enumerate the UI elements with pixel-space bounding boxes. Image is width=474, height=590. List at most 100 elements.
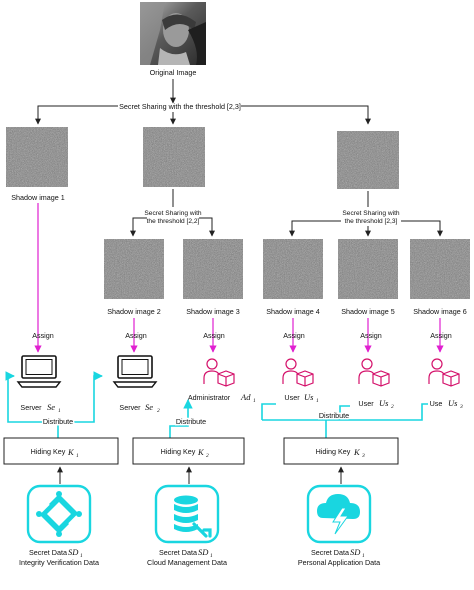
- distribute-arrow-to-admin: [169, 399, 193, 438]
- svg-text:Us: Us: [448, 398, 458, 408]
- svg-text:SD: SD: [350, 547, 361, 557]
- entity-label-1: Server Se 1: [20, 402, 61, 414]
- secret-label-3: Secret Data SD 1 Personal Application Da…: [298, 547, 380, 567]
- database-wrench-icon: [154, 484, 220, 544]
- svg-text:User: User: [358, 399, 374, 408]
- svg-text:Hiding Key: Hiding Key: [316, 447, 351, 456]
- svg-text:K: K: [353, 447, 361, 457]
- distribute-line-user-3: [262, 403, 428, 421]
- secret-label-1: Secret Data SD 1 Integrity Verification …: [19, 547, 99, 567]
- shadow-noise: [183, 239, 243, 299]
- svg-text:1: 1: [76, 453, 79, 459]
- svg-text:Cloud Management Data: Cloud Management Data: [147, 558, 227, 567]
- arrow-to-shadow-6: [401, 220, 443, 237]
- svg-text:Se: Se: [145, 402, 153, 412]
- arrow-to-shadow-3: [199, 217, 215, 237]
- sharing-mid-line2: the threshold [2,2]: [147, 218, 200, 225]
- svg-text:1: 1: [80, 553, 83, 559]
- distribute-line-user-2: [339, 405, 350, 420]
- sharing-top-label: Secret Sharing with the threshold [2,3]: [119, 102, 241, 111]
- assign-label-3: Assign: [203, 331, 225, 340]
- distribute-label-2: Distribute: [176, 417, 206, 426]
- distribute-line-user-1: [261, 403, 276, 420]
- svg-text:1: 1: [316, 398, 319, 404]
- svg-text:Hiding Key: Hiding Key: [31, 447, 66, 456]
- shadow-label-4: Shadow image 4: [266, 307, 320, 316]
- arrow-to-shadow-1: [35, 105, 118, 125]
- cloud-lightning-icon: [306, 484, 372, 544]
- entity-label-3: Administrator Ad 1: [188, 392, 256, 404]
- svg-text:1: 1: [362, 553, 365, 559]
- hiding-key-box-1: Hiding Key K 1: [3, 437, 119, 465]
- sharing-right-line1: Secret Sharing with: [342, 210, 400, 217]
- shadow-noise: [263, 239, 323, 299]
- svg-text:1: 1: [253, 398, 256, 404]
- computer-icon: [16, 355, 62, 388]
- svg-text:Se: Se: [47, 402, 55, 412]
- assign-label-4: Assign: [283, 331, 305, 340]
- user-box-icon: [282, 358, 314, 387]
- diamond-chain-icon: [26, 484, 92, 544]
- user-box-icon: [428, 358, 460, 387]
- svg-text:Us: Us: [304, 392, 314, 402]
- svg-text:Ad: Ad: [240, 392, 251, 402]
- arrow-to-shadow-2: [130, 217, 147, 237]
- hiding-key-box-2: Hiding Key K 2: [132, 437, 245, 465]
- original-image: [140, 2, 206, 65]
- svg-text:Use: Use: [430, 399, 443, 408]
- svg-text:2: 2: [206, 453, 209, 459]
- shadow-noise: [143, 127, 205, 187]
- original-image-label: Original Image: [150, 68, 197, 77]
- distribute-arrow-to-server-1: [5, 371, 58, 423]
- svg-text:K: K: [197, 447, 205, 457]
- shadow-noise: [104, 239, 164, 299]
- distribute-label-3: Distribute: [319, 411, 349, 420]
- hiding-key-box-3: Hiding Key K 3: [283, 437, 399, 465]
- distribute-label-1: Distribute: [43, 417, 73, 426]
- sharing-right-line2: the threshold [2,3]: [345, 218, 398, 225]
- shadow-noise: [337, 131, 399, 189]
- entity-label-5: User Us 2: [358, 398, 394, 410]
- assign-label-2: Assign: [125, 331, 147, 340]
- svg-text:2: 2: [391, 404, 394, 410]
- computer-icon: [112, 355, 158, 388]
- svg-text:2: 2: [157, 408, 160, 414]
- shadow-label-3: Shadow image 3: [186, 307, 240, 316]
- arrow-to-shadow-right: [241, 105, 371, 125]
- sharing-mid-line1: Secret Sharing with: [144, 210, 202, 217]
- secret-label-2: Secret Data SD 1 Cloud Management Data: [147, 547, 227, 567]
- svg-text:SD: SD: [198, 547, 209, 557]
- svg-text:Server: Server: [20, 403, 42, 412]
- shadow-noise: [410, 239, 470, 299]
- svg-text:Server: Server: [119, 403, 141, 412]
- shadow-label-6: Shadow image 6: [413, 307, 467, 316]
- svg-text:Us: Us: [379, 398, 389, 408]
- assign-label-6: Assign: [430, 331, 452, 340]
- user-box-icon: [203, 358, 235, 387]
- svg-text:1: 1: [58, 408, 61, 414]
- svg-text:Personal Application Data: Personal Application Data: [298, 558, 380, 567]
- svg-text:Integrity Verification Data: Integrity Verification Data: [19, 558, 99, 567]
- svg-text:K: K: [67, 447, 75, 457]
- entity-label-6: Use Us 3: [430, 398, 463, 410]
- shadow-noise: [6, 127, 68, 187]
- entity-label-2: Server Se 2: [119, 402, 160, 414]
- assign-label-1: Assign: [32, 331, 54, 340]
- user-box-icon: [358, 358, 390, 387]
- arrow-to-shadow-4: [289, 220, 341, 237]
- svg-text:Secret Data: Secret Data: [311, 548, 349, 557]
- svg-text:Administrator: Administrator: [188, 393, 231, 402]
- svg-text:3: 3: [459, 404, 463, 410]
- svg-text:1: 1: [210, 553, 213, 559]
- distribute-arrow-to-server-2: [58, 371, 103, 423]
- shadow-noise: [338, 239, 398, 299]
- svg-text:Hiding Key: Hiding Key: [161, 447, 196, 456]
- shadow-label-1: Shadow image 1: [11, 193, 65, 202]
- shadow-label-5: Shadow image 5: [341, 307, 395, 316]
- svg-text:3: 3: [361, 453, 365, 459]
- entity-label-4: User Us 1: [284, 392, 319, 404]
- shadow-label-2: Shadow image 2: [107, 307, 161, 316]
- svg-text:SD: SD: [68, 547, 79, 557]
- svg-text:User: User: [284, 393, 300, 402]
